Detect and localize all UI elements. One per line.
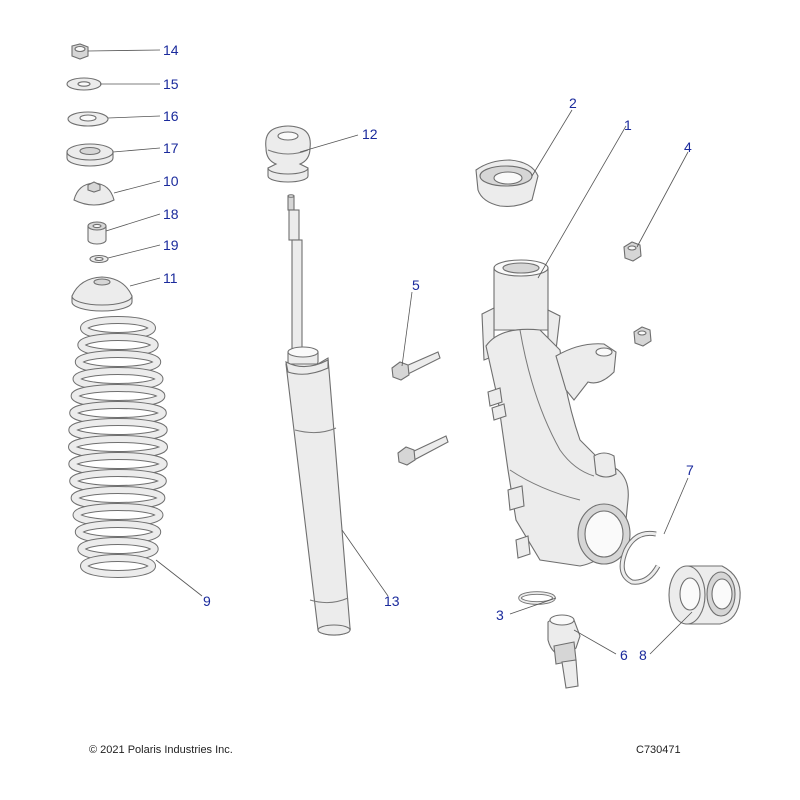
callout-7: 7 [686, 462, 694, 478]
part-18-spacer [87, 221, 107, 245]
callout-10: 10 [163, 173, 179, 189]
part-8-wheel-bearing [668, 565, 741, 625]
drawing-number: C730471 [636, 744, 681, 756]
part-11-spring-seat [71, 276, 133, 312]
callout-8: 8 [639, 647, 647, 663]
callout-15: 15 [163, 76, 179, 92]
callout-14: 14 [163, 42, 179, 58]
callout-12: 12 [362, 126, 378, 142]
leader-lines [87, 49, 693, 655]
callout-13: 13 [384, 593, 400, 609]
part-19-small-washer [89, 254, 109, 264]
callout-5: 5 [412, 277, 420, 293]
part-16-washer [67, 111, 109, 127]
part-17-bearing [66, 143, 114, 167]
callout-2: 2 [569, 95, 577, 111]
part-4-nut-second [633, 326, 652, 347]
part-2-cap-insert [475, 159, 539, 207]
callout-3: 3 [496, 607, 504, 623]
callout-1: 1 [624, 117, 632, 133]
callout-18: 18 [163, 206, 179, 222]
callout-11: 11 [163, 270, 178, 286]
callout-17: 17 [163, 140, 179, 156]
part-15-washer [66, 77, 102, 91]
part-14-nut [71, 43, 89, 60]
callout-4: 4 [684, 139, 692, 155]
part-1-knuckle [481, 259, 631, 567]
part-10-cone-cap [73, 181, 115, 206]
part-13-shock-absorber [285, 194, 351, 636]
part-3-retaining-ring [518, 591, 556, 605]
callout-labels: 14 15 16 17 10 18 19 11 9 12 13 5 2 1 4 … [163, 42, 694, 663]
part-9-coil-spring [68, 316, 168, 578]
spring-coil-face [81, 555, 155, 577]
callout-9: 9 [203, 593, 211, 609]
callout-6: 6 [620, 647, 628, 663]
part-5-bolt-lower [397, 435, 449, 466]
part-6-ball-joint [547, 614, 581, 689]
part-5-bolt-upper [391, 351, 441, 381]
part-7-snap-ring [619, 530, 661, 585]
part-12-bump-stop [265, 125, 311, 183]
callout-16: 16 [163, 108, 179, 124]
copyright-notice: © 2021 Polaris Industries Inc. [89, 744, 233, 756]
callout-19: 19 [163, 237, 179, 253]
